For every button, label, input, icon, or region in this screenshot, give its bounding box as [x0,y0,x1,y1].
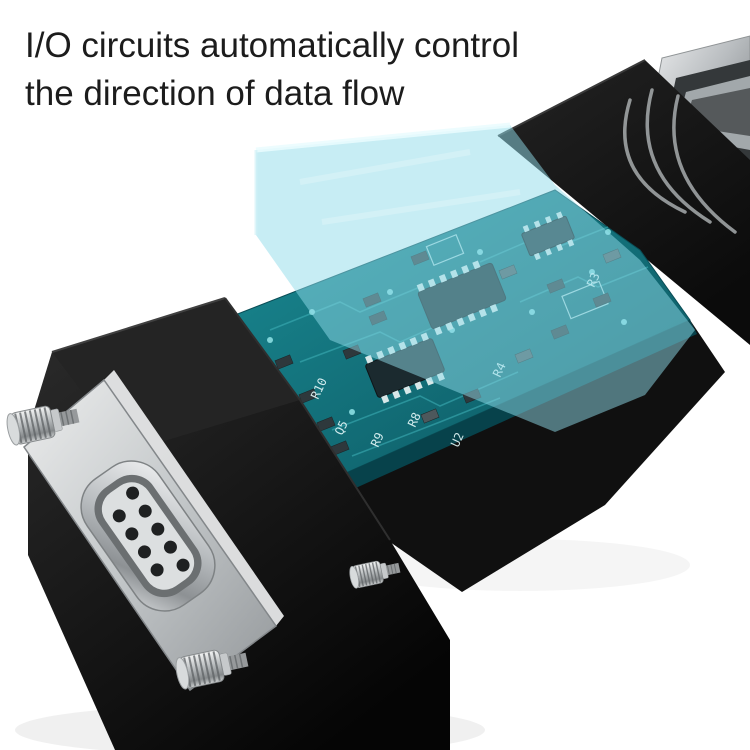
cover-edge-highlight [255,122,511,153]
caption-line-2: the direction of data flow [25,74,405,113]
pcb-label: Q5 [332,418,351,437]
caption: I/O circuits automatically control the d… [25,26,519,113]
cover-sheet [256,125,695,432]
pcb-label: R9 [368,430,387,449]
db9-female-connector [80,460,216,612]
transparent-cover [254,122,695,432]
pcb-label: R8 [405,410,424,429]
signal-arcs-icon [623,88,737,234]
rear-housing [497,59,750,345]
db9-pin-holes [112,486,190,577]
caption-line-1: I/O circuits automatically control [25,26,519,65]
pcb-label: U2 [448,430,467,449]
cover-reflections [299,149,521,225]
